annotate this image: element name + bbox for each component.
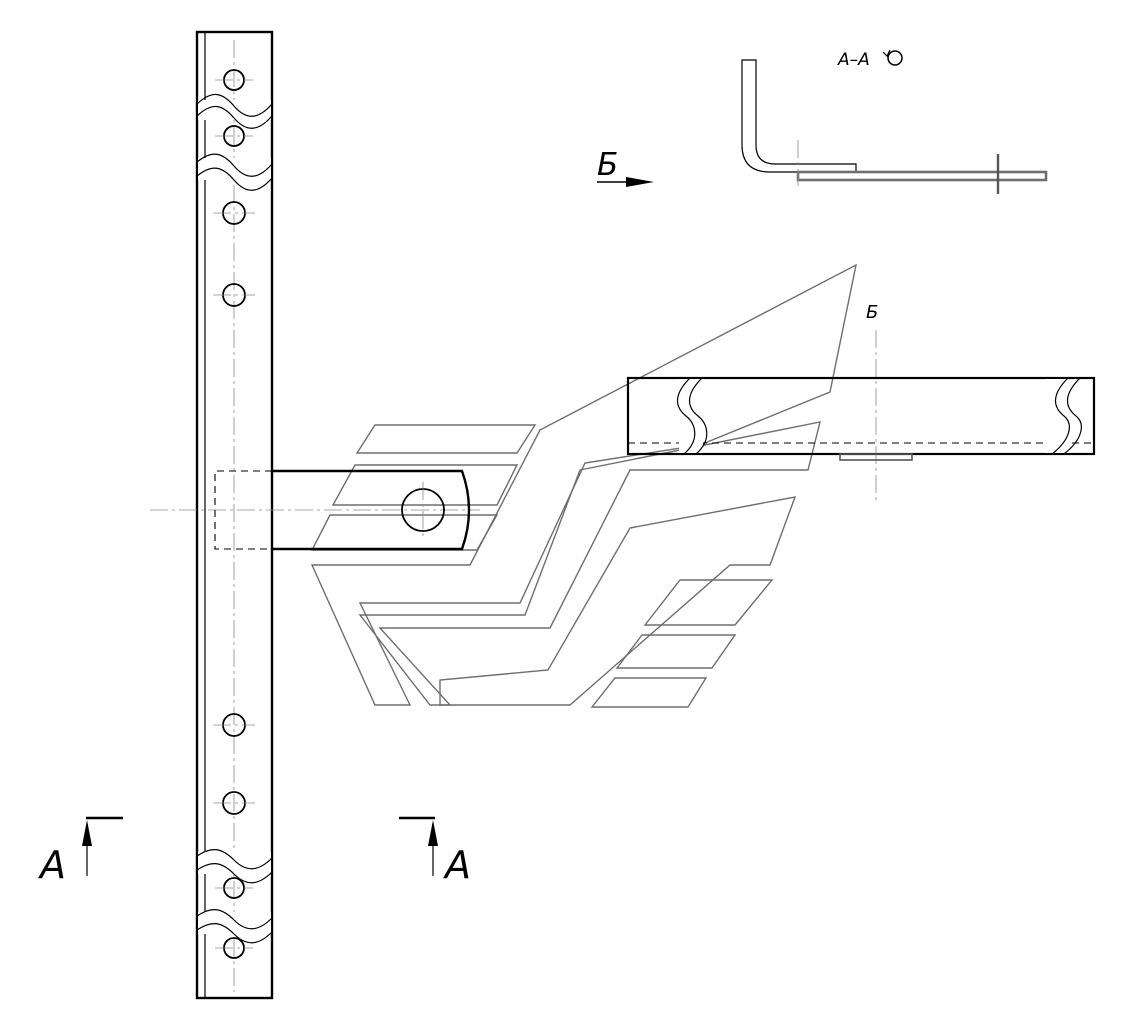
- break-line-bottom: [196, 909, 273, 944]
- logo-fin-2: [615, 634, 737, 669]
- section-marker-right: A: [399, 816, 471, 887]
- logo-wing-large: [310, 263, 857, 706]
- section-mark-left-label: A: [37, 843, 66, 887]
- horizontal-bar-tab: [839, 453, 913, 461]
- section-marker-left: A: [37, 816, 123, 887]
- mounting-holes: [213, 69, 255, 959]
- hole: [213, 791, 255, 815]
- section-arrow-left-head: [82, 820, 92, 846]
- hole: [215, 877, 253, 899]
- hole: [213, 713, 255, 737]
- view-mark-small-label: Б: [866, 302, 878, 323]
- hole: [215, 937, 253, 959]
- horizontal-bar: Б: [626, 302, 1096, 500]
- break-line-upper: [196, 153, 273, 191]
- bracket-arm: [150, 469, 480, 551]
- section-mark-right-label: A: [442, 843, 471, 887]
- arm-hidden-part: [214, 470, 272, 550]
- hole: [213, 201, 255, 225]
- watermark-logo: [310, 263, 857, 708]
- logo-stripe-1: [355, 424, 537, 454]
- hole: [215, 69, 253, 91]
- section-view: A–A: [741, 49, 1048, 194]
- view-mark-label: Б: [597, 147, 618, 183]
- view-arrow-head: [626, 177, 654, 187]
- rotated-view-icon: [882, 49, 903, 66]
- section-profile: [741, 59, 857, 173]
- vertical-bar: [195, 30, 274, 1000]
- logo-wing-small: [439, 496, 797, 706]
- break-line-horizontal-left: [676, 377, 708, 455]
- hole: [213, 283, 255, 307]
- break-line-horizontal-right: [1045, 377, 1082, 455]
- section-arrow-right-head: [428, 820, 438, 846]
- logo-stripe-2: [331, 464, 519, 506]
- view-direction-b: Б: [597, 147, 654, 187]
- hole: [215, 125, 253, 147]
- logo-fin-3: [590, 677, 708, 708]
- break-line-lower: [196, 849, 273, 884]
- section-plate: [796, 170, 1048, 182]
- break-line-top: [196, 93, 273, 129]
- arm-outline: [272, 469, 471, 551]
- logo-fin-1: [643, 579, 774, 626]
- section-title: A–A: [837, 50, 870, 70]
- vertical-bar-outline: [195, 30, 274, 1000]
